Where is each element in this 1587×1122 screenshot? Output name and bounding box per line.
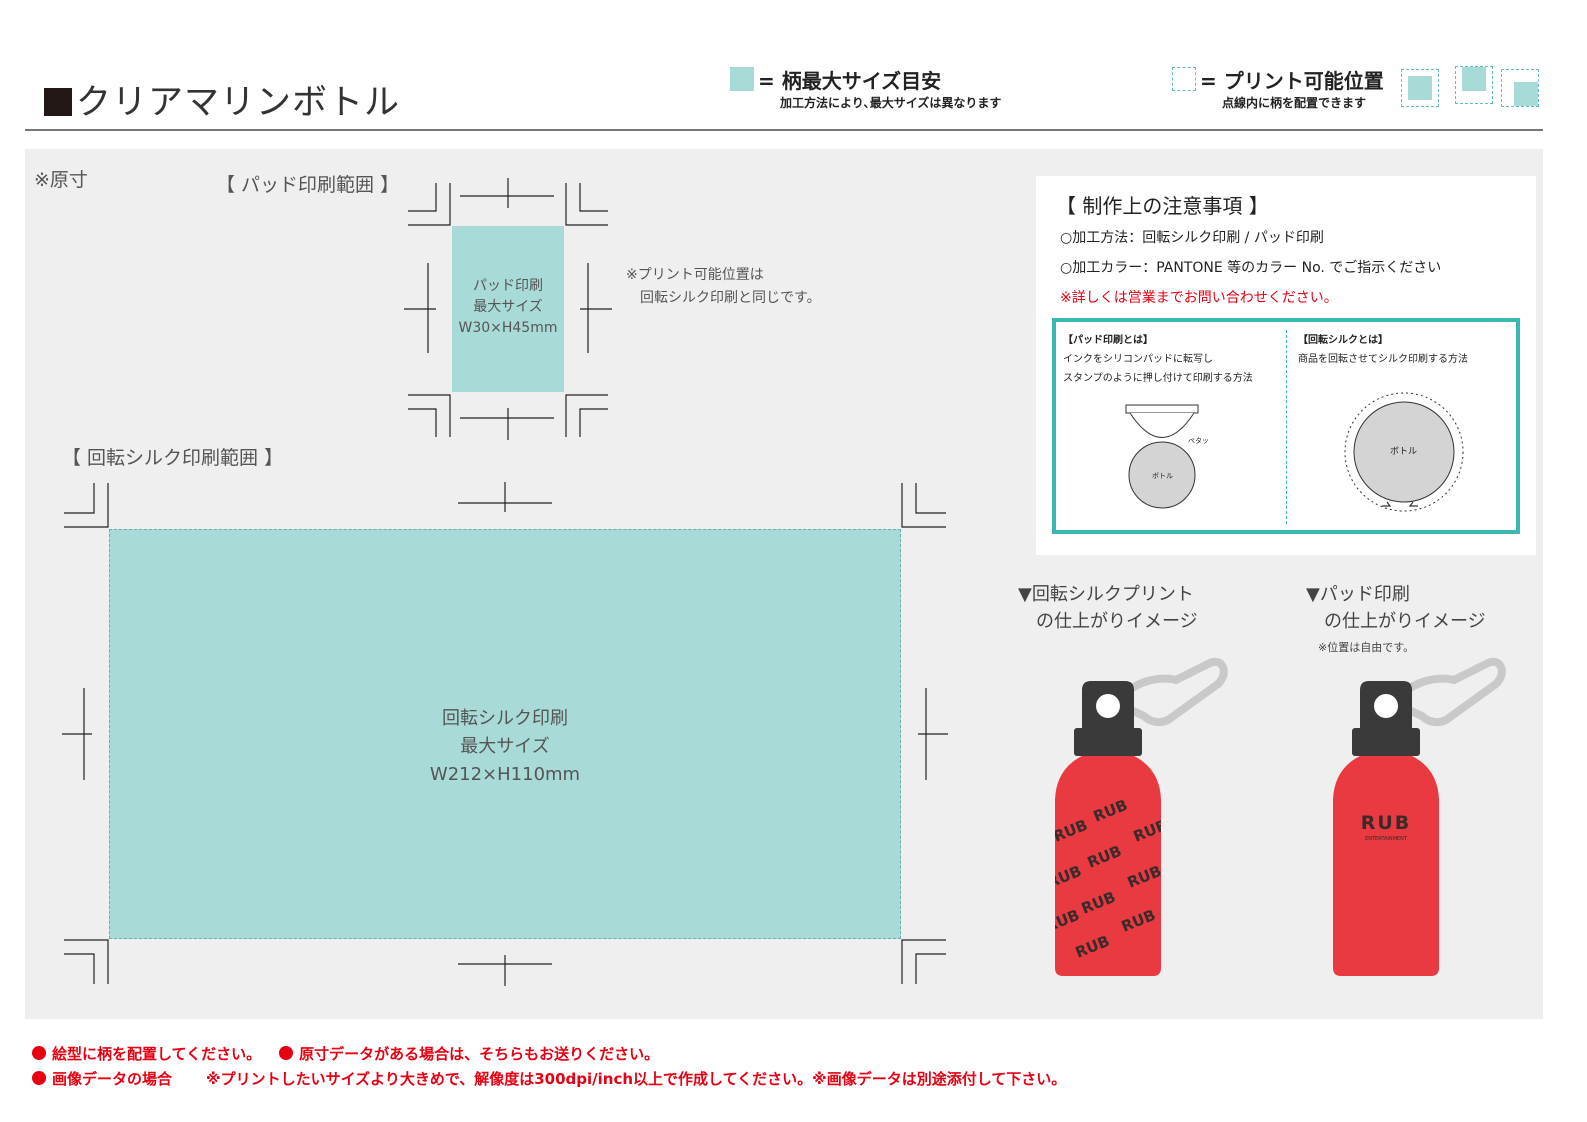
caution-contact-note: ※詳しくは営業までお問い合わせください。 — [1060, 290, 1338, 306]
pad-range-heading: 【 パッド印刷範囲 】 — [216, 174, 400, 196]
rotary-center-mark-top — [458, 482, 552, 512]
pad-center-mark-bottom — [460, 408, 554, 440]
pad-side-note-2: 回転シルク印刷と同じです。 — [640, 290, 821, 306]
pad-method-title: 【パッド印刷とは】 — [1063, 335, 1153, 346]
rotary-area-line: W212×H110mm — [429, 764, 581, 785]
legend-max-note: 加工方法により､最大サイズは異なります — [780, 96, 1002, 110]
method-divider — [1286, 330, 1287, 524]
pad-center-mark-top — [460, 178, 554, 208]
caution-line-method: ○加工方法：回転シルク印刷 / パッド印刷 — [1060, 230, 1324, 246]
placement-example-bottom-right — [1501, 69, 1539, 107]
rotary-bottle-label: ボトル — [1390, 447, 1418, 457]
placement-example-center — [1401, 69, 1439, 107]
pad-sound-label: ペタッ — [1188, 437, 1209, 445]
footer-text: 原寸データがある場合は、そちらもお送りください。 — [299, 1045, 660, 1063]
rotary-range-heading: 【 回転シルク印刷範囲 】 — [62, 447, 284, 469]
pad-bottle-label: ボトル — [1152, 472, 1173, 480]
rotary-crop-top-right — [901, 483, 946, 528]
rotary-center-mark-bottom — [458, 955, 552, 986]
rotary-method-title: 【回転シルクとは】 — [1298, 335, 1388, 346]
pad-caption-1: ▼パッド印刷 — [1306, 584, 1410, 605]
max-size-swatch — [730, 67, 754, 91]
caution-line-color: ○加工カラー：PANTONE 等のカラー No. でご指示ください — [1060, 260, 1442, 276]
footer-text: ※プリントしたいサイズより大きめで、解像度は300dpi/inch以上で作成して… — [206, 1070, 1067, 1088]
pad-caption-2: の仕上がりイメージ — [1324, 611, 1486, 632]
pad-area-text: パッド印刷 最大サイズ W30×H45mm — [452, 276, 564, 339]
pad-center-mark-left — [404, 263, 436, 353]
footer-line-1: 絵型に柄を配置してください。 原寸データがある場合は、そちらもお送りください。 — [32, 1043, 659, 1064]
pad-bottle-logo-sub: ENTERTAINMENT — [1365, 836, 1407, 842]
print-area-swatch — [1172, 67, 1196, 91]
rotary-max-area — [109, 529, 901, 939]
pad-center-mark-right — [580, 263, 612, 353]
scale-note: ※原寸 — [34, 169, 88, 191]
rotary-center-mark-left — [62, 688, 92, 780]
pad-stamp-illustration — [1125, 404, 1199, 509]
pad-method-desc-1: インクをシリコンパッドに転写し — [1063, 354, 1213, 365]
pad-area-line: W30×H45mm — [458, 320, 558, 336]
black-square-icon — [44, 88, 72, 116]
rotary-crop-bottom-right — [901, 939, 946, 984]
pad-method-desc-2: スタンプのように押し付けて印刷する方法 — [1063, 373, 1253, 384]
caution-title: 【 制作上の注意事項 】 — [1056, 194, 1269, 218]
bullet-icon — [32, 1046, 46, 1060]
rotary-area-text: 回転シルク印刷 最大サイズ W212×H110mm — [109, 705, 901, 789]
header-divider — [25, 129, 1543, 131]
pad-crop-top-left — [408, 183, 451, 226]
pad-crop-bottom-left — [408, 394, 451, 437]
rotary-illustration — [1344, 392, 1464, 512]
pad-bottle-image — [1333, 658, 1506, 976]
footer-text: 絵型に柄を配置してください。 — [52, 1045, 262, 1063]
bullet-icon — [32, 1071, 46, 1085]
rotary-area-line: 回転シルク印刷 — [442, 708, 568, 729]
bullet-icon — [279, 1046, 294, 1060]
legend-print-note: 点線内に柄を配置できます — [1222, 96, 1367, 110]
rotary-crop-bottom-left — [64, 939, 109, 984]
rotary-method-desc: 商品を回転させてシルク印刷する方法 — [1298, 354, 1468, 365]
rotary-caption-1: ▼回転シルクプリント — [1018, 584, 1194, 605]
rotary-bottle-image: RUB RUB RUB RUB RUB RUB RUB RUB RUB RUB — [1055, 658, 1228, 976]
rotary-caption-2: の仕上がりイメージ — [1036, 611, 1198, 632]
pad-crop-bottom-right — [565, 394, 608, 437]
pad-crop-top-right — [565, 183, 608, 226]
pad-bottle-logo: RUB — [1360, 812, 1412, 834]
pad-max-area — [452, 226, 564, 392]
pad-position-note: ※位置は自由です。 — [1318, 641, 1415, 654]
pad-side-note-1: ※プリント可能位置は — [626, 267, 764, 283]
legend-max-label: = 柄最大サイズ目安 — [758, 69, 942, 93]
page-title-text: クリアマリンボトル — [76, 83, 401, 123]
rotary-crop-top-left — [64, 483, 109, 528]
rotary-area-line: 最大サイズ — [460, 736, 550, 757]
legend-print-label: = プリント可能位置 — [1200, 69, 1384, 93]
placement-example-top — [1455, 66, 1493, 104]
page-title: クリアマリンボトル — [44, 74, 400, 125]
pad-area-line: パッド印刷 — [473, 278, 543, 294]
footer-line-2: 画像データの場合 ※プリントしたいサイズより大きめで、解像度は300dpi/inc… — [32, 1068, 1066, 1089]
method-diagram-box — [1052, 318, 1520, 534]
footer-text: 画像データの場合 — [52, 1070, 173, 1088]
rotary-center-mark-right — [918, 688, 948, 780]
pad-area-line: 最大サイズ — [473, 299, 543, 315]
